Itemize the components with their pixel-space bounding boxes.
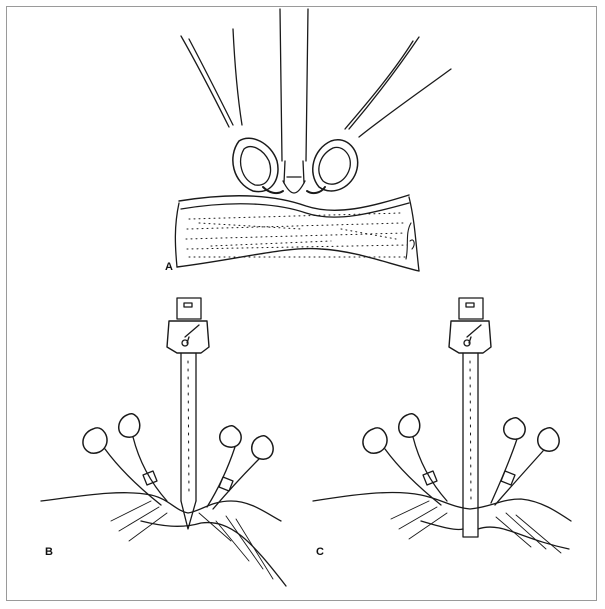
panel-label-c: C — [316, 546, 324, 558]
forceps-c-left-ring-2 — [399, 414, 420, 438]
tissue-b-surface — [41, 493, 281, 521]
trocar-b-cap — [177, 298, 201, 319]
tissue-c-lower — [421, 521, 569, 549]
forceps-a-left-ring-outer — [233, 138, 278, 191]
tissue-left-edge — [175, 203, 179, 267]
tissue-layer-bottom — [177, 249, 419, 271]
trocar-b-shaft-mark — [188, 361, 189, 496]
trocar-c-valve-housing — [449, 321, 491, 353]
forceps-b-left-ring-2 — [119, 414, 140, 438]
trocar-b-valve-housing — [167, 321, 209, 353]
artist-signature — [406, 223, 414, 259]
forceps-b-right-ring-1 — [220, 426, 241, 448]
forceps-a-left-handle-3 — [189, 39, 233, 125]
forceps-b-right-ring-2 — [252, 436, 273, 460]
tissue-right-edge — [409, 197, 419, 271]
trocar-sleeve-left — [284, 161, 285, 183]
surgical-illustration — [7, 7, 598, 602]
forceps-b-left-arm-1 — [105, 449, 161, 505]
forceps-a-left-handle-1 — [181, 36, 229, 127]
forceps-a-right-handle-2 — [359, 69, 451, 137]
trocar-shaft-right — [306, 9, 308, 161]
forceps-c-right-ring-1 — [504, 418, 525, 440]
panel-a-drawing — [175, 9, 451, 271]
forceps-a-left-ring-inner — [241, 147, 271, 186]
tissue-stipple — [186, 213, 409, 257]
forceps-a-left-jaw — [263, 187, 283, 193]
panel-label-a: A — [165, 261, 173, 273]
trocar-c-blunt-sheath — [463, 507, 478, 537]
figure-frame: A B C — [6, 6, 597, 601]
forceps-b-left-arm-2 — [133, 437, 167, 501]
tissue-b-lower — [141, 521, 286, 586]
panel-label-b: B — [45, 546, 53, 558]
trocar-tip — [283, 177, 305, 193]
forceps-c-right-box — [501, 471, 515, 485]
forceps-c-right-ring-2 — [538, 428, 559, 452]
panel-b-drawing — [41, 298, 286, 586]
trocar-shaft-left — [280, 9, 282, 161]
tissue-layer-top — [179, 195, 409, 210]
forceps-c-left-ring-1 — [363, 428, 387, 453]
forceps-c-left-arm-1 — [385, 449, 441, 505]
forceps-b-right-arm-1 — [207, 447, 235, 507]
trocar-c-cap-slot — [466, 303, 474, 307]
forceps-c-left-arm-2 — [413, 437, 447, 501]
trocar-c-cap — [459, 298, 483, 319]
panel-c-drawing — [313, 298, 571, 553]
trocar-c-shaft-mark — [470, 361, 471, 501]
forceps-a-right-jaw — [307, 187, 325, 193]
forceps-c-right-arm-1 — [491, 439, 517, 503]
forceps-a-right-ring-inner — [319, 147, 350, 184]
trocar-sleeve-right — [303, 161, 304, 183]
forceps-a-right-handle-3 — [345, 41, 413, 129]
forceps-a-right-handle-1 — [349, 37, 419, 129]
forceps-a-left-handle-2 — [233, 29, 242, 125]
trocar-b-cap-slot — [184, 303, 192, 307]
forceps-b-left-ring-1 — [83, 428, 107, 453]
